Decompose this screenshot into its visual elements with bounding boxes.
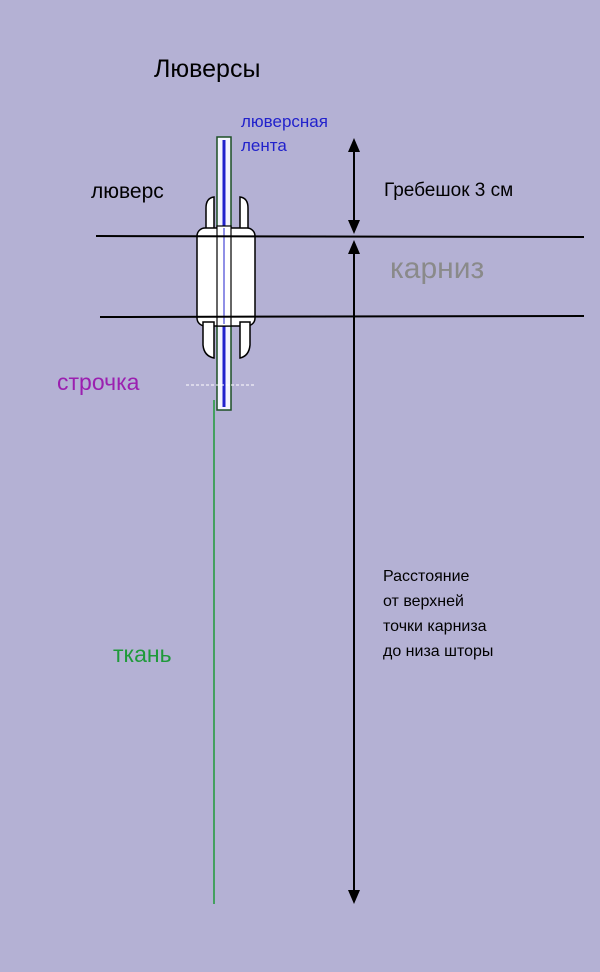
rod-bottom-line xyxy=(99,315,585,318)
rod-label: карниз xyxy=(390,252,485,285)
distance-label-line4: до низа шторы xyxy=(383,643,494,660)
header-label: Гребешок 3 см xyxy=(384,180,514,201)
rod-top-line xyxy=(95,235,585,238)
tape-label-line1: люверсная xyxy=(241,112,328,131)
grommet-lower-lobe xyxy=(202,321,251,359)
length-arrow-top-head xyxy=(348,240,360,254)
diagram-title: Люверсы xyxy=(154,55,261,83)
stitch-label: строчка xyxy=(57,369,140,395)
grommet-label: люверс xyxy=(91,180,164,203)
distance-label-line1: Расстояние xyxy=(383,568,470,585)
tape-label-line2: лента xyxy=(241,136,287,155)
fabric-label: ткань xyxy=(113,641,172,667)
distance-label-line2: от верхней xyxy=(383,593,464,610)
header-arrow-bottom-head xyxy=(348,220,360,234)
distance-label-line3: точки карниза xyxy=(383,618,487,635)
length-arrow-bottom-head xyxy=(348,890,360,904)
header-arrow-top-head xyxy=(348,138,360,152)
